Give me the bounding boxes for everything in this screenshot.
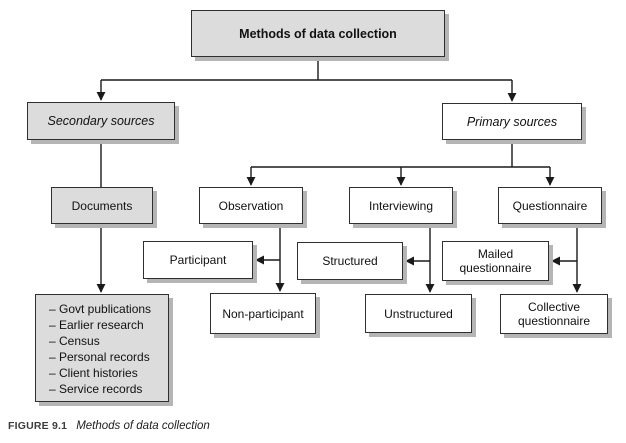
node-label: Observation bbox=[218, 198, 284, 213]
node-label: Structured bbox=[322, 254, 378, 268]
node-secondary-sources: Secondary sources bbox=[27, 102, 175, 140]
node-documents: Documents bbox=[51, 187, 153, 224]
node-mailed-questionnaire: Mailed questionnaire bbox=[442, 241, 549, 281]
node-label: Participant bbox=[169, 253, 227, 267]
node-label: Mailed questionnaire bbox=[459, 247, 532, 275]
node-non-participant: Non-participant bbox=[210, 293, 316, 334]
node-primary-sources: Primary sources bbox=[442, 103, 582, 140]
list-item: – Client histories bbox=[49, 366, 138, 380]
node-questionnaire: Questionnaire bbox=[498, 187, 602, 224]
node-participant: Participant bbox=[143, 241, 253, 279]
node-label: Interviewing bbox=[368, 198, 434, 213]
list-item: – Service records bbox=[49, 382, 143, 396]
node-label: Unstructured bbox=[384, 306, 453, 321]
caption-title: Methods of data collection bbox=[76, 420, 210, 432]
node-label: Methods of data collection bbox=[239, 26, 397, 41]
node-interviewing: Interviewing bbox=[349, 187, 453, 224]
caption-label: FIGURE 9.1 bbox=[8, 420, 68, 432]
node-observation: Observation bbox=[199, 187, 303, 224]
list-item: – Govt publications bbox=[49, 302, 152, 316]
node-documents-examples-list: – Govt publications – Earlier research –… bbox=[35, 294, 169, 402]
figure-caption: FIGURE 9.1 Methods of data collection bbox=[8, 420, 210, 432]
node-label: Primary sources bbox=[466, 114, 558, 129]
node-label: Non-participant bbox=[222, 306, 304, 321]
list-item: – Census bbox=[49, 334, 100, 348]
list-item: – Personal records bbox=[49, 350, 150, 364]
node-label: Secondary sources bbox=[47, 114, 155, 128]
node-label: Documents bbox=[71, 198, 133, 213]
node-collective-questionnaire: Collective questionnaire bbox=[500, 294, 608, 334]
node-label: Questionnaire bbox=[512, 198, 588, 213]
node-unstructured: Unstructured bbox=[365, 294, 472, 333]
node-structured: Structured bbox=[297, 242, 403, 280]
list-item: – Earlier research bbox=[49, 318, 144, 332]
node-methods-of-data-collection: Methods of data collection bbox=[191, 10, 445, 57]
node-label: Collective questionnaire bbox=[517, 300, 591, 328]
